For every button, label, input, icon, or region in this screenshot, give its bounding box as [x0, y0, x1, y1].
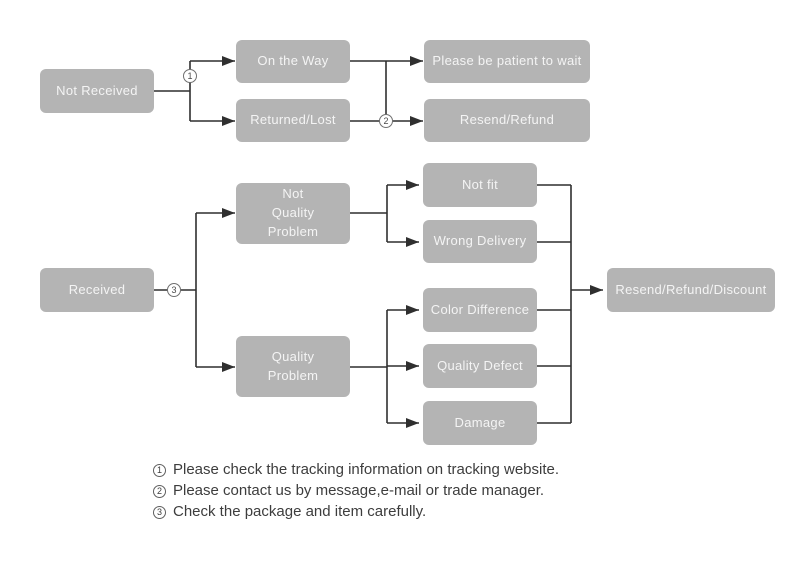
node-on-the-way: On the Way	[236, 40, 350, 83]
node-not-fit: Not fit	[423, 163, 537, 207]
node-color-difference: Color Difference	[423, 288, 537, 332]
node-label: Resend/Refund	[459, 112, 555, 128]
note-line-2: 2 Please contact us by message,e-mail or…	[153, 482, 559, 499]
flow-marker-3: 3	[167, 283, 181, 297]
node-label: Resend/Refund/Discount	[615, 281, 767, 297]
node-quality-defect: Quality Defect	[423, 344, 537, 388]
node-wrong-delivery: Wrong Delivery	[423, 220, 537, 263]
node-received: Received	[40, 268, 154, 312]
node-label: Not Received	[56, 82, 138, 98]
flow-marker-1: 1	[183, 69, 197, 83]
node-label: Received	[68, 281, 126, 297]
note-line-1: 1 Please check the tracking information …	[153, 461, 559, 478]
node-label: Returned/Lost	[250, 112, 336, 128]
node-not-quality-problem: Not Quality Problem	[236, 183, 350, 244]
node-label: On the Way	[257, 53, 329, 69]
node-resend-refund-discount: Resend/Refund/Discount	[607, 268, 775, 312]
note-line-3: 3 Check the package and item carefully.	[153, 503, 559, 520]
flow-marker-2: 2	[379, 114, 393, 128]
note-text-2: Please contact us by message,e-mail or t…	[173, 482, 545, 499]
node-label: Please be patient to wait	[432, 53, 582, 69]
node-label: Not Quality Problem	[267, 186, 319, 239]
note-marker-2: 2	[153, 485, 166, 498]
note-marker-3: 3	[153, 506, 166, 519]
node-please-be-patient: Please be patient to wait	[424, 40, 590, 83]
node-quality-problem: Quality Problem	[236, 336, 350, 397]
note-text-3: Check the package and item carefully.	[173, 503, 427, 520]
node-damage: Damage	[423, 401, 537, 445]
node-label: Wrong Delivery	[433, 233, 527, 249]
node-label: Quality Defect	[437, 357, 523, 373]
notes-block: 1 Please check the tracking information …	[153, 461, 559, 524]
node-label: Not fit	[461, 176, 499, 192]
node-label: Damage	[454, 414, 506, 430]
node-not-received: Not Received	[40, 69, 154, 113]
note-text-1: Please check the tracking information on…	[173, 461, 560, 478]
note-marker-1: 1	[153, 464, 166, 477]
node-label: Quality Problem	[267, 348, 319, 383]
node-resend-refund: Resend/Refund	[424, 99, 590, 142]
node-label: Color Difference	[430, 301, 530, 317]
node-returned-lost: Returned/Lost	[236, 99, 350, 142]
